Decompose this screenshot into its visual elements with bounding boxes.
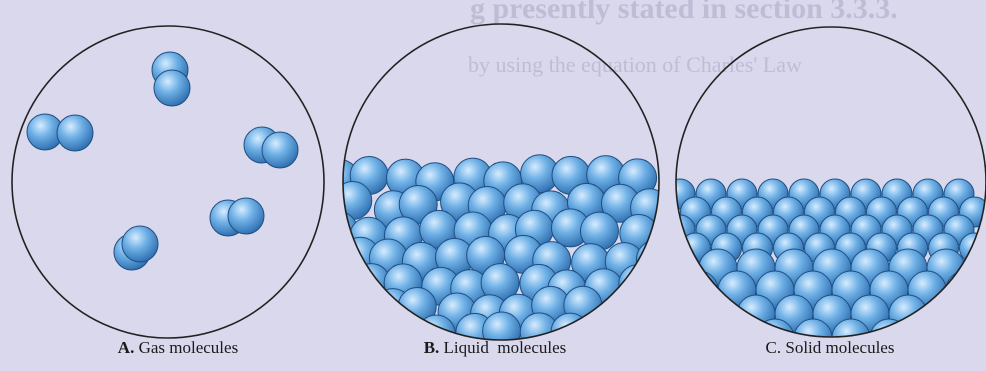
gas-atom — [122, 226, 158, 262]
caption-gas-letter: A. — [118, 338, 135, 357]
solid-molecule — [927, 295, 965, 333]
gas-molecule — [27, 114, 93, 151]
gas-atom — [228, 198, 264, 234]
gas-molecule — [210, 198, 264, 236]
solid-molecule — [965, 295, 986, 333]
liquid-molecule — [334, 182, 372, 220]
solid-molecule — [946, 319, 984, 357]
solid-molecule — [946, 271, 984, 309]
gas-panel — [12, 26, 324, 338]
liquid-molecule — [637, 287, 675, 325]
liquid-molecule — [333, 294, 371, 332]
liquid-molecule — [613, 320, 651, 358]
solid-panel — [661, 27, 986, 357]
solid-molecule — [889, 295, 927, 333]
solid-molecule — [661, 295, 699, 333]
gas-molecule — [244, 127, 298, 168]
caption-solid-label: Solid molecules — [785, 338, 894, 357]
solid-molecule — [737, 295, 775, 333]
gas-atom — [57, 115, 93, 151]
liquid-molecule — [322, 260, 360, 298]
gas-atom — [154, 70, 190, 106]
gas-molecule — [152, 52, 190, 106]
caption-gas: A. Gas molecules — [68, 338, 288, 358]
caption-solid: C. Solid molecules — [720, 338, 940, 358]
liquid-molecule — [321, 313, 359, 351]
caption-liquid: B. Liquid molecules — [385, 338, 605, 358]
liquid-panel — [320, 24, 676, 358]
caption-solid-letter: C. — [766, 338, 782, 357]
solid-molecule — [680, 319, 718, 357]
caption-liquid-label: Liquid molecules — [444, 338, 567, 357]
caption-liquid-letter: B. — [424, 338, 440, 357]
caption-gas-label: Gas molecules — [139, 338, 239, 357]
solid-molecule — [960, 233, 986, 263]
liquid-molecule — [619, 265, 657, 303]
liquid-molecule — [636, 240, 674, 278]
gas-atom — [262, 132, 298, 168]
solid-molecule — [680, 271, 718, 309]
gas-molecule — [114, 226, 158, 270]
